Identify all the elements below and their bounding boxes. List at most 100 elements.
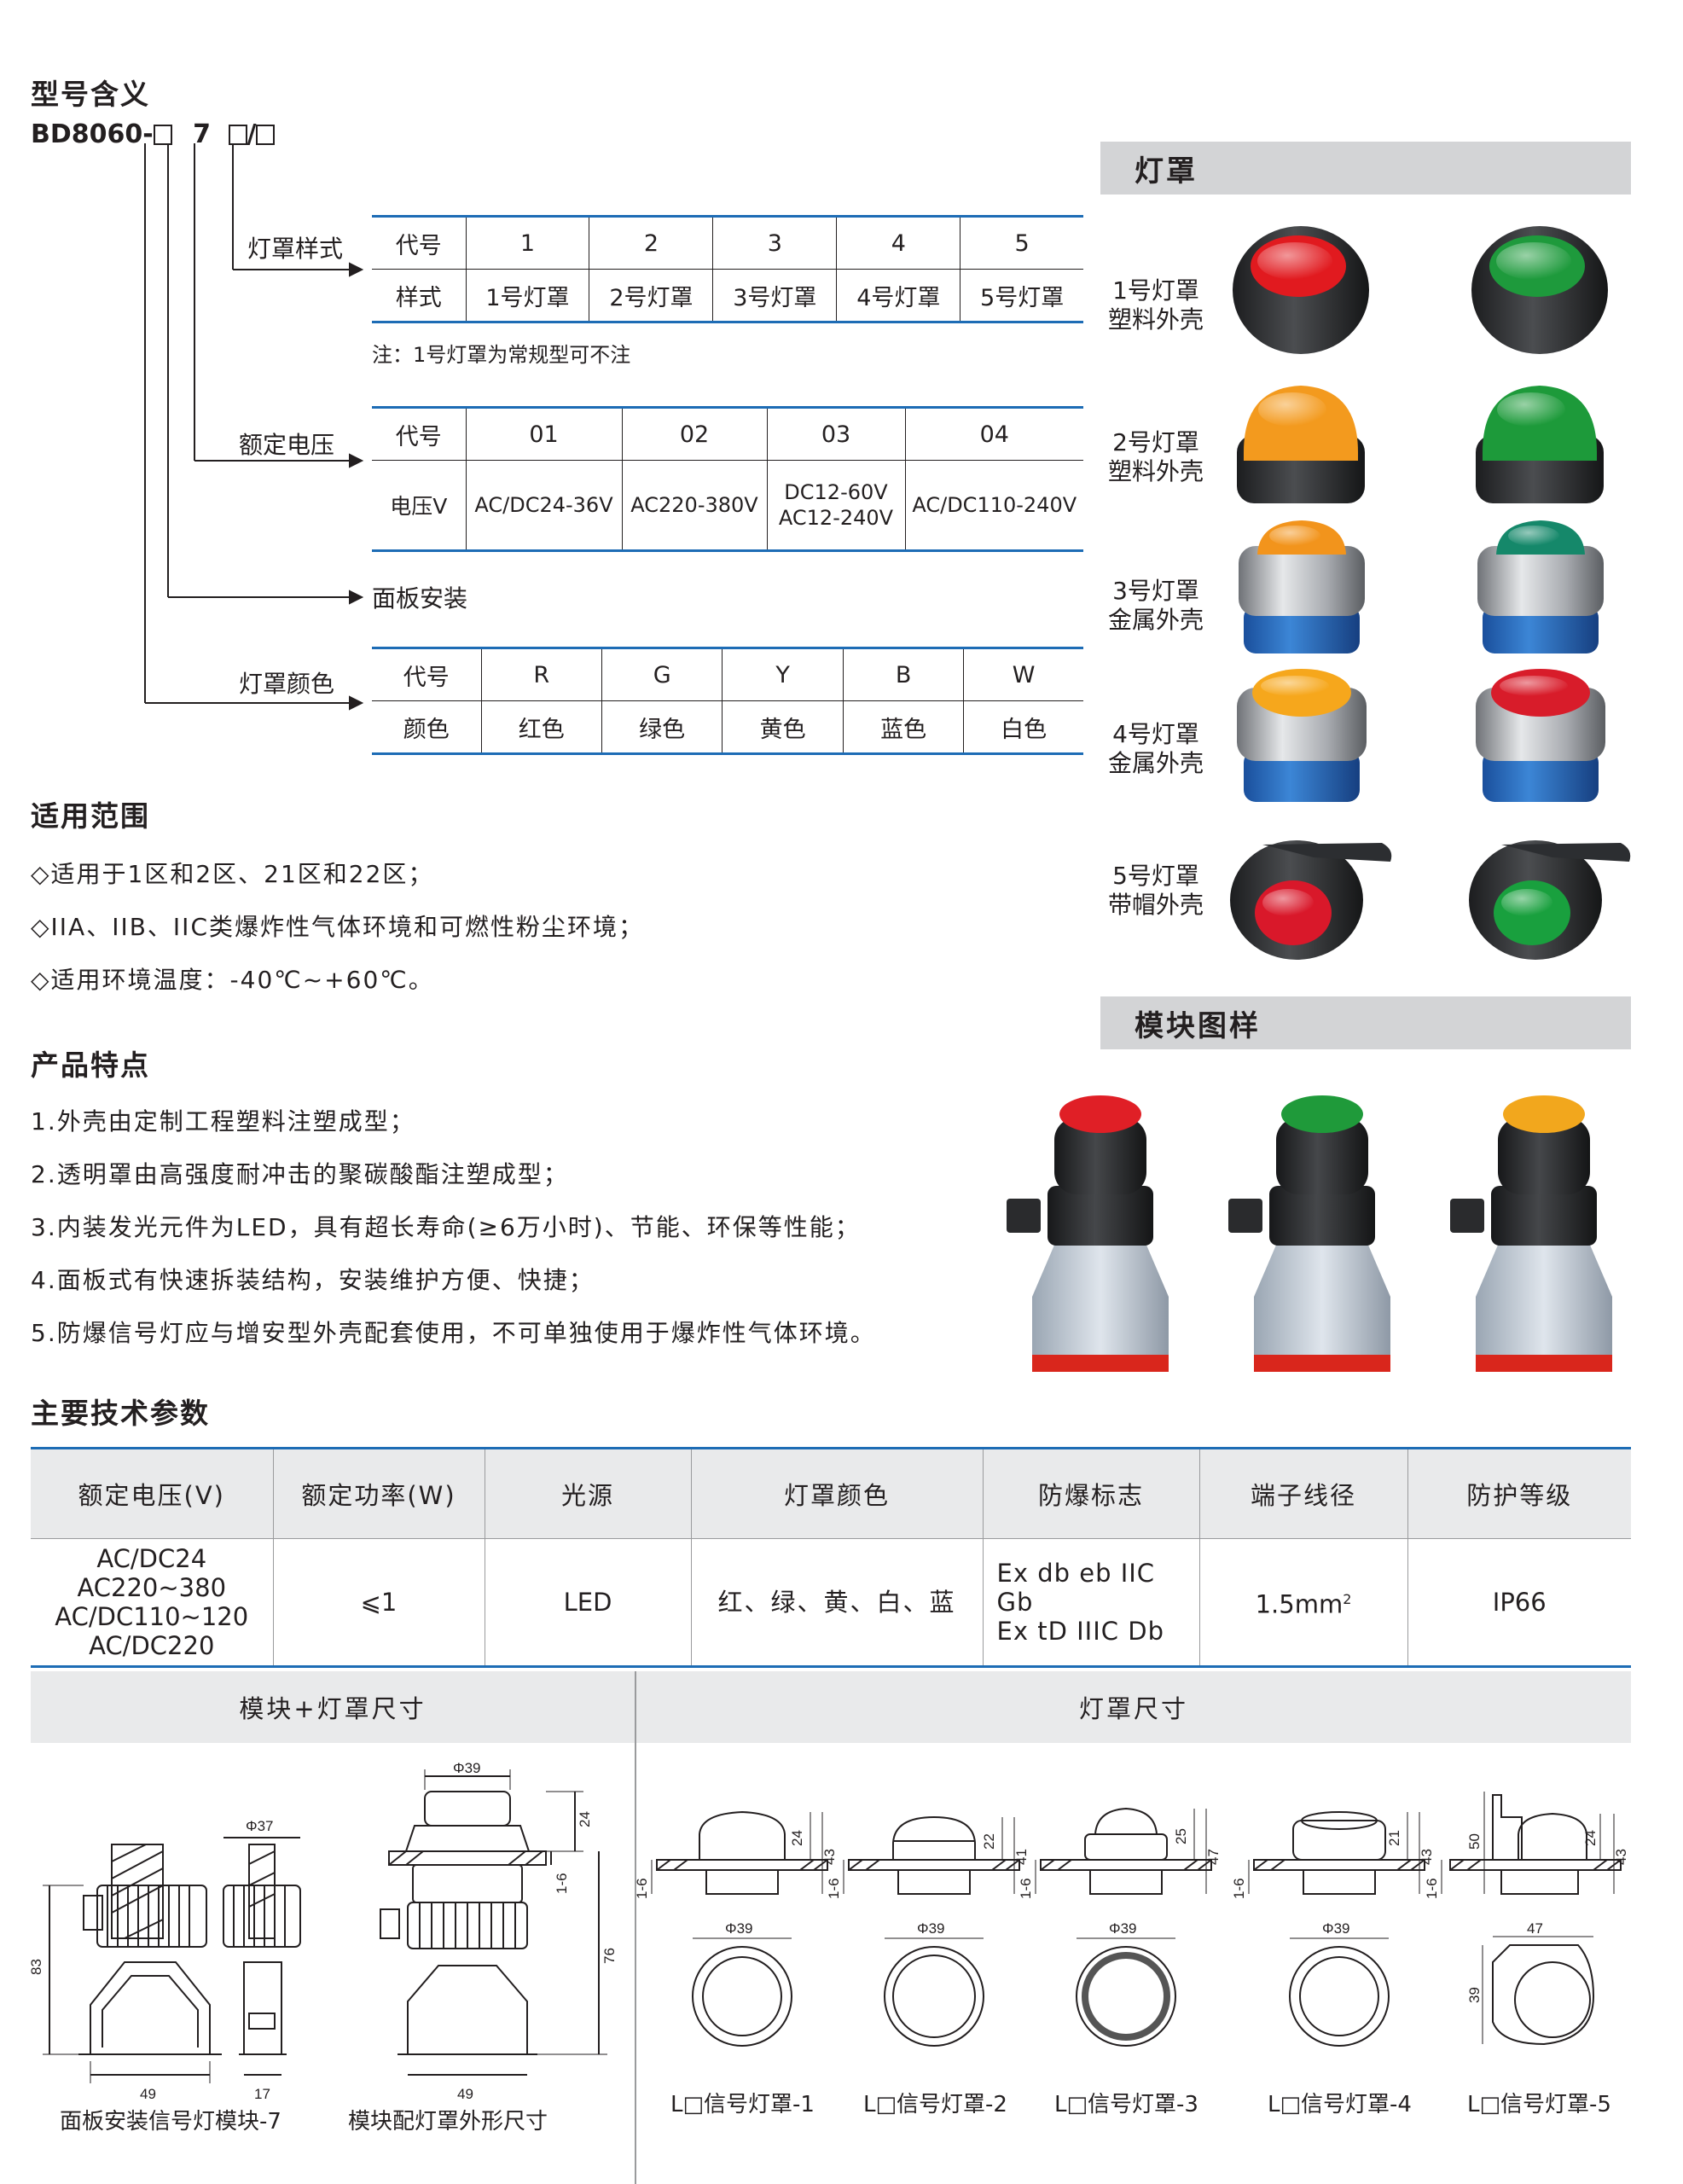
spec-voltage: AC/DC24 AC220~380 AC/DC110~120 AC/DC220 xyxy=(31,1538,274,1668)
dim-right-title: 灯罩尺寸 xyxy=(636,1671,1631,1743)
spec-ip: IP66 xyxy=(1407,1538,1631,1668)
voltage-line: AC/DC24 xyxy=(96,1544,207,1573)
label-cap-style: 灯罩样式 xyxy=(247,235,344,263)
cap4-amber xyxy=(1237,669,1367,802)
voltage-line: AC/DC110~120 xyxy=(55,1602,249,1631)
spec-power: ⩽1 xyxy=(273,1538,485,1668)
cap-label-line: 3号灯罩 xyxy=(1112,577,1199,605)
table-cell: 4号灯罩 xyxy=(836,269,961,323)
ex-line: Ex tD IIIC Db xyxy=(996,1617,1164,1646)
table-cell: AC/DC110-240V xyxy=(905,460,1083,552)
voltage-line: DC12-60V xyxy=(784,480,888,504)
table-cell: AC/DC24-36V xyxy=(466,460,623,552)
cap-label-line: 金属外壳 xyxy=(1107,606,1204,634)
table-cell: 代号 xyxy=(372,215,467,270)
spec-header: 额定功率(W) xyxy=(273,1447,485,1539)
scope-title: 适用范围 xyxy=(31,799,150,833)
cap5-dim-c: 50 xyxy=(1466,1833,1483,1850)
spec-ex: Ex db eb IIC Gb Ex tD IIIC Db xyxy=(983,1538,1200,1668)
spec-header: 光源 xyxy=(485,1447,692,1539)
dim-83: 83 xyxy=(28,1959,44,1975)
model-meaning-title: 型号含义 xyxy=(31,78,150,111)
cap3-amber xyxy=(1239,520,1365,653)
cap5-dim-p: 1-6 xyxy=(1424,1878,1440,1899)
features-title: 产品特点 xyxy=(31,1048,150,1082)
cap-label-line: 塑料外壳 xyxy=(1107,457,1204,485)
table-cell: 代号 xyxy=(372,647,482,701)
label-panel: 面板安装 xyxy=(372,584,468,613)
model-connector-lines xyxy=(144,143,364,711)
table-cell: B xyxy=(843,647,965,701)
cap-style-table: 代号 1 2 3 4 5 样式 1号灯罩 2号灯罩 3号灯罩 4号灯罩 5号灯罩 xyxy=(372,215,1083,323)
table-cell: 5 xyxy=(960,215,1083,270)
spec-wire: 1.5mm2 xyxy=(1199,1538,1408,1668)
model-slash: / xyxy=(247,119,257,149)
table-cell: 02 xyxy=(622,406,768,461)
cap5-dim-h: 39 xyxy=(1466,1987,1483,2003)
model-code: BD8060- 7 / xyxy=(31,119,276,149)
model-seven: 7 xyxy=(193,119,212,149)
cap1-dim-b: 43 xyxy=(821,1849,838,1865)
caps-gallery: 1号灯罩塑料外壳 2号灯罩塑料外壳 3号灯罩金属外壳 4号灯罩金属外壳 5号灯罩… xyxy=(1100,205,1631,973)
cap-label-line: 1号灯罩 xyxy=(1112,276,1199,305)
cap1-green xyxy=(1471,226,1608,354)
cap2-amber xyxy=(1237,386,1365,503)
voltage-table: 代号 01 02 03 04 电压V AC/DC24-36V AC220-380… xyxy=(372,406,1083,552)
cap5-dim-b: 43 xyxy=(1613,1849,1629,1865)
cap5-red xyxy=(1230,840,1392,960)
table-cell: 代号 xyxy=(372,406,467,461)
cap2-dim-d: Φ39 xyxy=(917,1920,944,1937)
table-cell: 电压V xyxy=(372,460,467,552)
caption-assembly: 模块配灯罩外形尺寸 xyxy=(348,2109,548,2135)
dim-76: 76 xyxy=(601,1948,618,1964)
feature-item: 4.面板式有快速拆装结构，安装维护方便、快捷； xyxy=(31,1266,595,1294)
caption-cap-3: L□信号灯罩-3 xyxy=(1054,2092,1198,2117)
caps-photos xyxy=(1230,226,1631,960)
dim-phi39: Φ39 xyxy=(453,1760,480,1776)
caption-cap-1: L□信号灯罩-1 xyxy=(670,2092,815,2117)
voltage-line: AC12-240V xyxy=(778,506,894,530)
cap3-dim-b: 47 xyxy=(1205,1849,1222,1865)
caption-cap-4: L□信号灯罩-4 xyxy=(1268,2092,1412,2117)
scope-item: ◇适用于1区和2区、21区和22区； xyxy=(31,860,434,888)
dim-divider xyxy=(635,1671,636,2184)
table-cell: 01 xyxy=(466,406,623,461)
cap-label-line: 塑料外壳 xyxy=(1107,305,1204,334)
cap-label-2: 2号灯罩塑料外壳 xyxy=(1100,428,1211,486)
cap2-dim-a: 22 xyxy=(981,1833,997,1850)
cap3-dim-p: 1-6 xyxy=(1018,1878,1034,1899)
color-table: 代号 R G Y B W 颜色 红色 绿色 黄色 蓝色 白色 xyxy=(372,647,1083,755)
cap-note: 注：1号灯罩为常规型可不注 xyxy=(372,343,631,367)
cap-label-line: 5号灯罩 xyxy=(1112,862,1199,890)
table-cell: 4 xyxy=(836,215,961,270)
cap2-green xyxy=(1476,386,1604,503)
cap1-dim-d: Φ39 xyxy=(725,1920,752,1937)
cap5-dim-a: 24 xyxy=(1582,1830,1599,1846)
table-cell: 样式 xyxy=(372,269,467,323)
dim-phi37: Φ37 xyxy=(246,1818,273,1834)
table-cell: 黄色 xyxy=(722,700,844,755)
table-cell: 03 xyxy=(767,406,906,461)
cap2-dim-b: 41 xyxy=(1013,1849,1030,1865)
table-cell: 5号灯罩 xyxy=(960,269,1083,323)
cap3-dim-a: 25 xyxy=(1173,1828,1189,1844)
table-cell: 2号灯罩 xyxy=(589,269,714,323)
feature-item: 3.内装发光元件为LED，具有超长寿命(≥6万小时)、节能、环保等性能； xyxy=(31,1213,861,1241)
table-cell: 2 xyxy=(589,215,714,270)
cap5-dim-w: 47 xyxy=(1527,1920,1543,1937)
spec-header: 防护等级 xyxy=(1407,1447,1631,1539)
module-green xyxy=(1228,1095,1390,1372)
scope-item: ◇IIA、IIB、IIC类爆炸性气体环境和可燃性粉尘环境； xyxy=(31,913,644,941)
modules-section-bar: 模块图样 xyxy=(1100,996,1631,1049)
cap3-dim-d: Φ39 xyxy=(1109,1920,1136,1937)
table-cell: 1号灯罩 xyxy=(466,269,590,323)
wire-sup: 2 xyxy=(1343,1591,1352,1608)
cap4-dim-d: Φ39 xyxy=(1322,1920,1349,1937)
dim-17: 17 xyxy=(254,2086,270,2102)
ex-line: Ex db eb IIC Gb xyxy=(996,1559,1156,1617)
cap4-dim-b: 43 xyxy=(1419,1849,1435,1865)
model-prefix: BD8060- xyxy=(31,119,154,149)
voltage-line: AC220~380 xyxy=(77,1573,227,1602)
cap1-dim-a: 24 xyxy=(789,1830,805,1846)
